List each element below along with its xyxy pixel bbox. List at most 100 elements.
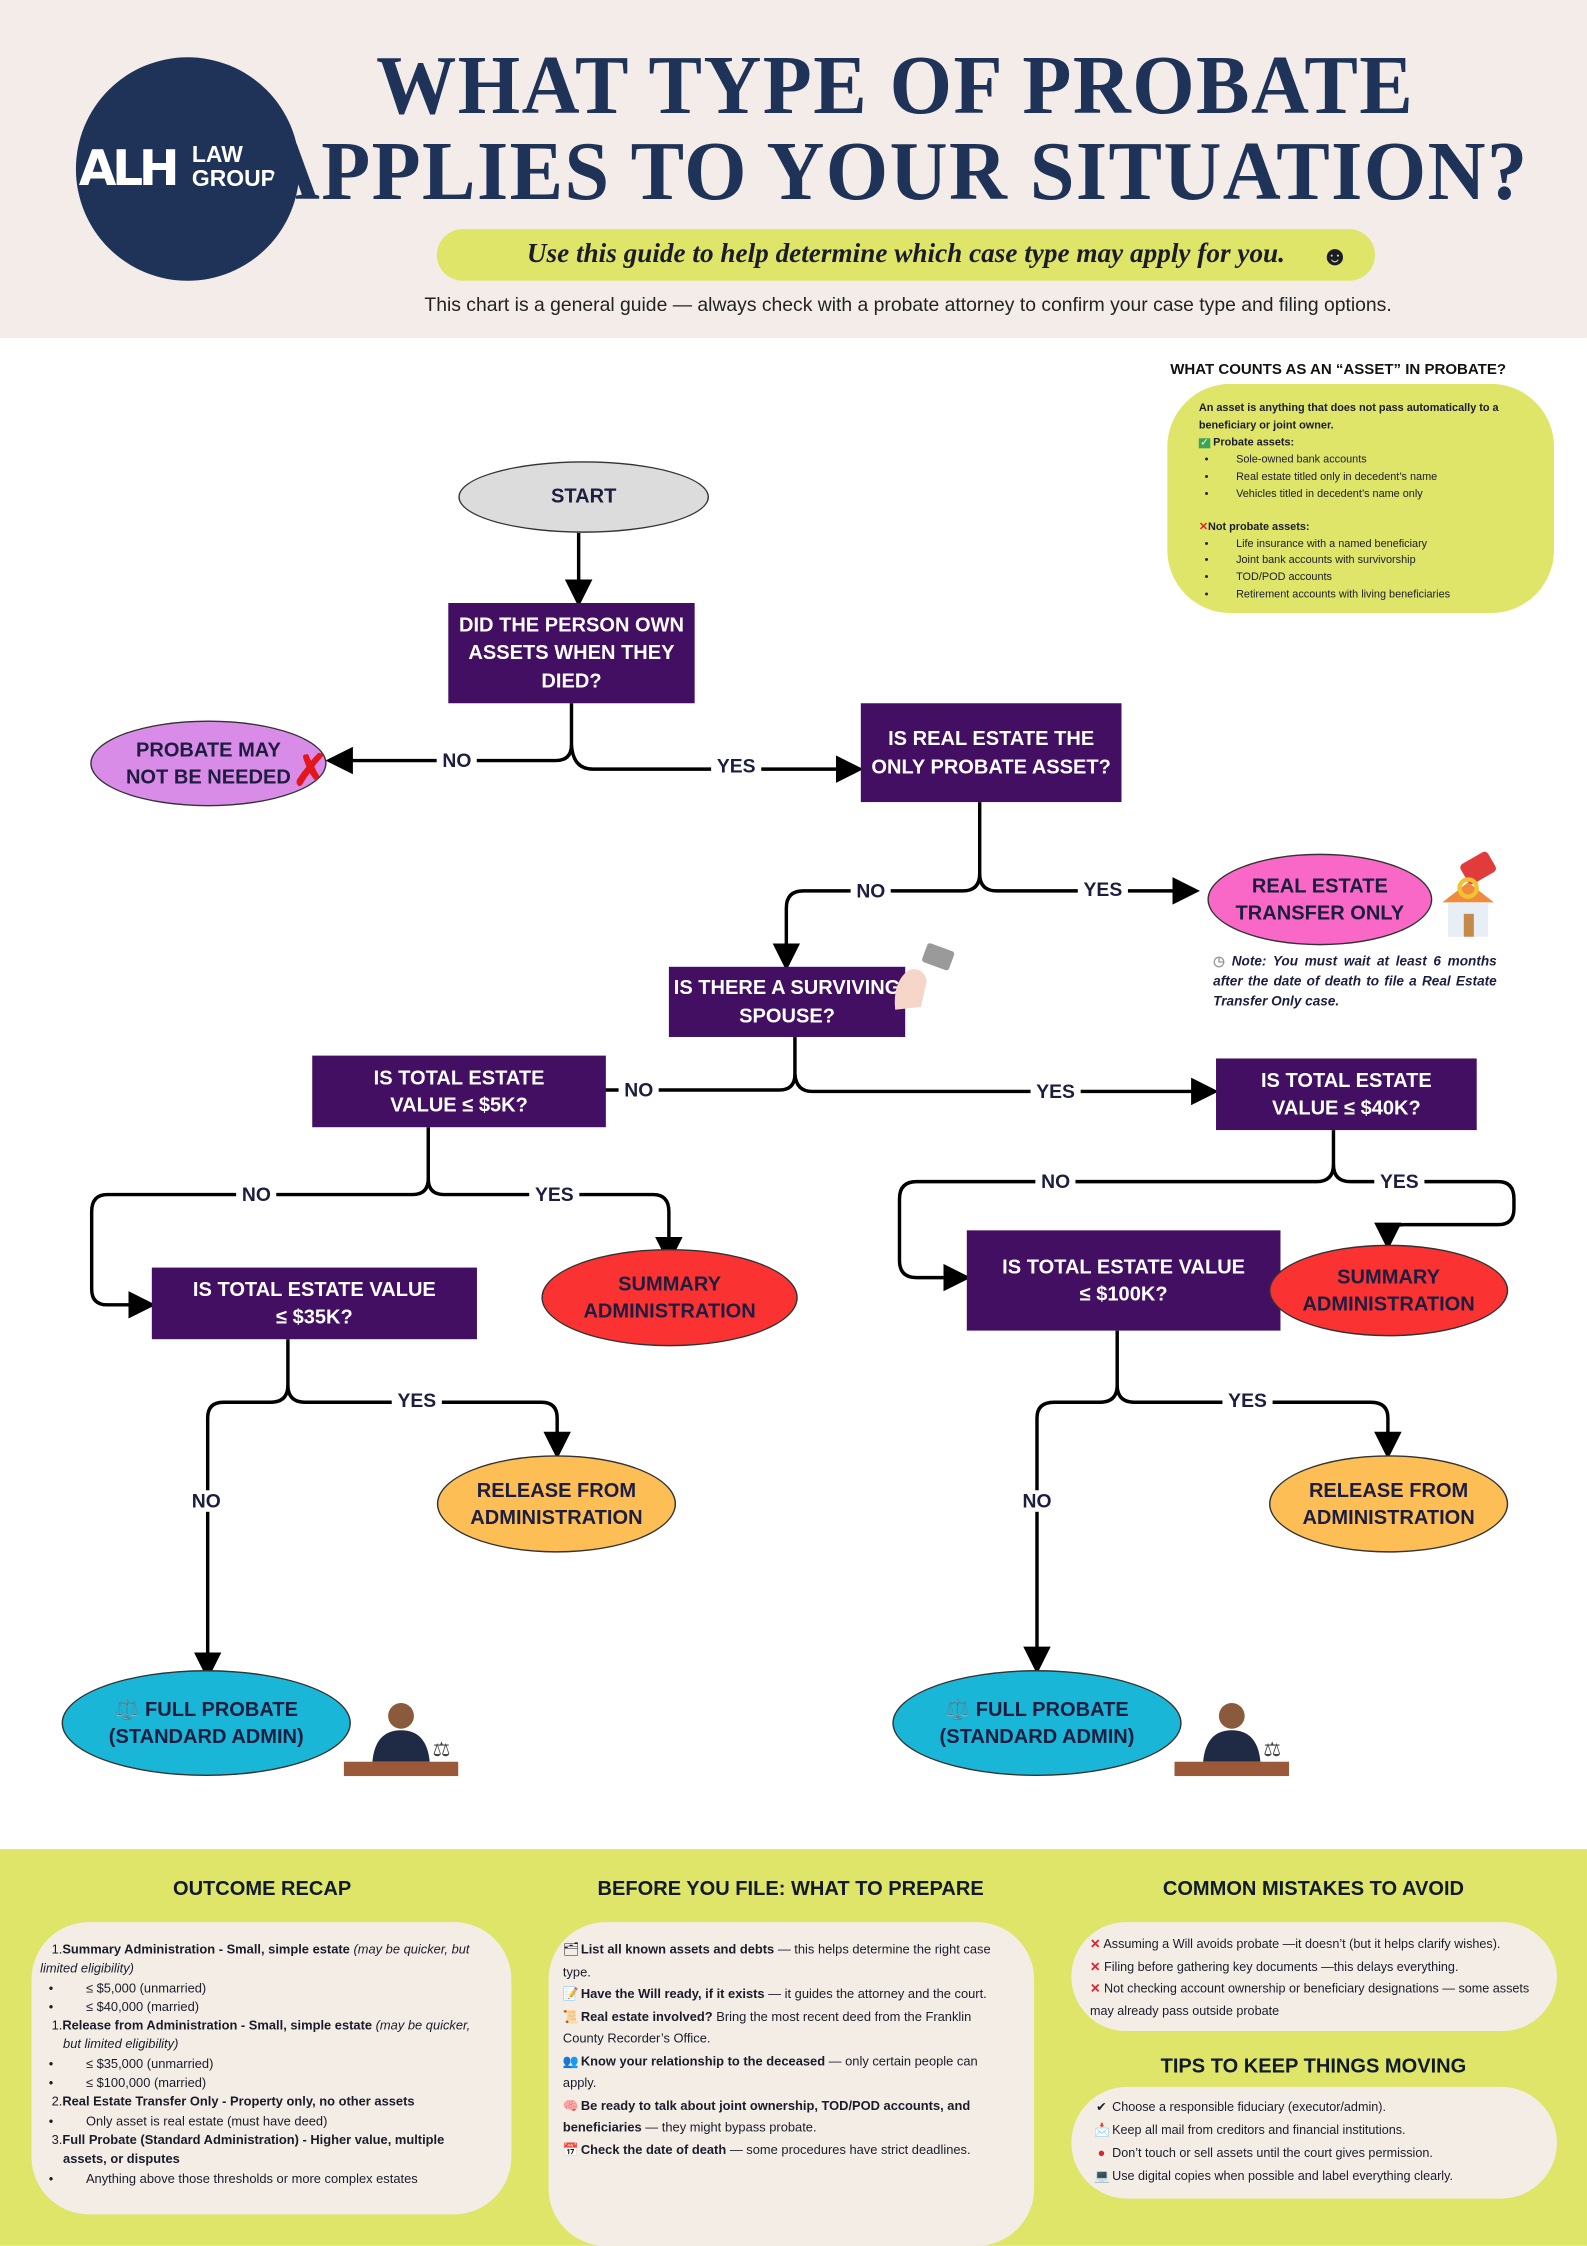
arrow-40k-no xyxy=(897,1130,1336,1292)
prepare-item: 🧠 Be ready to talk about joint ownership… xyxy=(563,2095,1003,2139)
label-no: NO xyxy=(186,1490,227,1512)
probate-asset-item: Sole-owned bank accounts xyxy=(1236,453,1367,467)
outcome-summary-administration: SUMMARY ADMINISTRATION xyxy=(541,1248,798,1347)
recap-sub-item: ≤ $5,000 (unmarried) xyxy=(85,1980,207,1995)
mistake-item: ✕ Assuming a Will avoids probate —it doe… xyxy=(1089,1936,1501,1951)
mistakes-heading: COMMON MISTAKES TO AVOID xyxy=(1162,1876,1465,1900)
page-title-line-2: APPLIES TO YOUR SITUATION? xyxy=(261,125,1529,219)
recap-item: 2.Real Estate Transfer Only - Property o… xyxy=(51,2094,415,2109)
svg-text:⚖: ⚖ xyxy=(433,1739,451,1761)
prepare-item: 📝 Have the Will ready, if it exists — it… xyxy=(563,1984,1003,2006)
flowchart-connectors xyxy=(89,532,1516,1680)
probate-asset-item: Real estate titled only in decedent’s na… xyxy=(1236,470,1438,483)
red-circle-icon: ● xyxy=(1097,2145,1106,2160)
svg-text:⚖: ⚖ xyxy=(1263,1739,1281,1761)
outcome-full-probate: ⚖️ FULL PROBATE (STANDARD ADMIN) xyxy=(61,1670,351,1777)
recap-sub-item: ≤ $35,000 (unmarried) xyxy=(85,2056,214,2071)
recap-item: 1.Summary Administration - Small, simple… xyxy=(40,1942,470,1976)
check-icon: ✓ xyxy=(1198,437,1211,448)
memo-icon: 📝 xyxy=(562,1986,579,2001)
start-node: START xyxy=(458,461,709,533)
arrow-100k-no xyxy=(1023,1330,1119,1675)
house-key-icon xyxy=(1442,851,1496,937)
arrow-assets-yes xyxy=(569,744,864,783)
prepare-item: 👥 Know your relationship to the deceased… xyxy=(563,2050,1003,2094)
recap-sub-item: ≤ $40,000 (married) xyxy=(85,1999,200,2014)
probate-assets-label: Probate assets: xyxy=(1213,434,1295,448)
label-yes: YES xyxy=(1077,878,1128,901)
recap-sub-item: ≤ $100,000 (married) xyxy=(85,2075,207,2090)
outcome-recap-heading: OUTCOME RECAP xyxy=(172,1876,352,1900)
judge-icon: ⚖ xyxy=(343,1703,459,1777)
arrow-spouse-yes xyxy=(793,1074,1219,1106)
prepare-heading: BEFORE YOU FILE: WHAT TO PREPARE xyxy=(597,1876,984,1900)
outcome-real-estate-transfer: REAL ESTATE TRANSFER ONLY xyxy=(1207,853,1433,946)
label-yes: YES xyxy=(391,1390,442,1412)
prepare-card: 🗂 List all known assets and debts — this… xyxy=(548,1922,1035,2246)
label-yes: YES xyxy=(1374,1170,1425,1193)
label-no: NO xyxy=(1016,1490,1058,1512)
calendar-icon: 📅 xyxy=(562,2142,579,2157)
question-real-estate-only: IS REAL ESTATE THE ONLY PROBATE ASSET? xyxy=(860,703,1122,803)
arrow-5k-no xyxy=(89,1127,430,1319)
red-x-icon: ✗ xyxy=(292,747,329,795)
asset-info-heading: WHAT COUNTS AS AN “ASSET” IN PROBATE? xyxy=(1170,360,1507,379)
prepare-item: 🗂 List all known assets and debts — this… xyxy=(563,1939,1003,1983)
mistake-item: ✕ Not checking account ownership or bene… xyxy=(1089,1980,1530,2018)
not-probate-asset-item: Retirement accounts with living benefici… xyxy=(1236,587,1451,601)
disclaimer: This chart is a general guide — always c… xyxy=(424,293,1392,316)
laptop-icon: 💻 xyxy=(1094,2168,1110,2183)
people-icon: 👥 xyxy=(562,2053,579,2068)
subtitle-pill: Use this guide to help determine which c… xyxy=(436,229,1376,281)
probate-asset-item: Vehicles titled in decedent’s name only xyxy=(1236,486,1423,500)
prepare-item: 📅 Check the date of death — some procedu… xyxy=(563,2139,1003,2161)
outcome-full-probate: ⚖️ FULL PROBATE (STANDARD ADMIN) xyxy=(892,1670,1182,1777)
arrow-35k-yes xyxy=(286,1384,571,1460)
not-probate-asset-item: TOD/POD accounts xyxy=(1236,570,1332,584)
outcome-summary-administration: SUMMARY ADMINISTRATION xyxy=(1269,1244,1509,1337)
scroll-icon: 📜 xyxy=(562,2008,579,2024)
not-probate-assets-label: Not probate assets: xyxy=(1207,519,1310,533)
logo-mark: ALH xyxy=(78,140,180,198)
cross-icon: ✕ xyxy=(1089,1958,1101,1973)
recap-sub-item: Only asset is real estate (must have dee… xyxy=(85,2113,328,2128)
asset-info-box: An asset is anything that does not pass … xyxy=(1167,383,1555,614)
file-cabinet-icon: 🗂 xyxy=(562,1942,580,1957)
recap-item: 1.Release from Administration - Small, s… xyxy=(51,2018,471,2052)
arrow-5k-yes xyxy=(426,1178,683,1265)
clock-icon: ◷ xyxy=(1213,953,1232,970)
recap-item: 3.Full Probate (Standard Administration)… xyxy=(51,2132,445,2167)
label-yes: YES xyxy=(711,755,762,778)
arrow-100k-yes xyxy=(1115,1384,1402,1460)
label-no: NO xyxy=(436,749,478,772)
label-no: NO xyxy=(850,880,892,902)
question-assets: DID THE PERSON OWN ASSETS WHEN THEY DIED… xyxy=(448,602,695,704)
question-value-100k: IS TOTAL ESTATE VALUE ≤ $100K? xyxy=(966,1230,1281,1331)
label-no: NO xyxy=(236,1183,277,1206)
tips-heading: TIPS TO KEEP THINGS MOVING xyxy=(1160,2053,1467,2077)
outcome-probate-not-needed: PROBATE MAY NOT BE NEEDED xyxy=(90,720,327,807)
asset-definition: An asset is anything that does not pass … xyxy=(1198,401,1499,431)
tip-item: 📩 Keep all mail from creditors and finan… xyxy=(1094,2118,1537,2141)
not-probate-asset-item: Joint bank accounts with survivorship xyxy=(1236,553,1416,567)
arrow-35k-no xyxy=(193,1339,290,1680)
arrow-realestate-yes xyxy=(977,873,1200,905)
label-yes: YES xyxy=(1030,1080,1081,1103)
real-estate-note: ◷ Note: You must wait at least 6 months … xyxy=(1213,953,1497,1010)
brain-icon: 🧠 xyxy=(562,2097,579,2112)
arrow-40k-yes xyxy=(1331,1164,1516,1251)
question-value-35k: IS TOTAL ESTATE VALUE ≤ $35K? xyxy=(151,1267,477,1340)
label-no: NO xyxy=(1035,1170,1076,1193)
recap-sub-item: Anything above those thresholds or more … xyxy=(85,2170,418,2186)
inbox-mail-icon: 📩 xyxy=(1094,2122,1110,2137)
outcome-release-from-administration: RELEASE FROM ADMINISTRATION xyxy=(436,1455,677,1553)
judge-icon: ⚖ xyxy=(1174,1703,1290,1777)
cross-icon: ✕ xyxy=(1089,1936,1101,1951)
checkmark-icon: ✔ xyxy=(1096,2099,1107,2115)
question-value-5k: IS TOTAL ESTATE VALUE ≤ $5K? xyxy=(312,1055,606,1128)
tip-item: ✔ Choose a responsible fiduciary (execut… xyxy=(1094,2095,1537,2118)
page-title-line-1: WHAT TYPE OF PROBATE xyxy=(376,39,1415,133)
